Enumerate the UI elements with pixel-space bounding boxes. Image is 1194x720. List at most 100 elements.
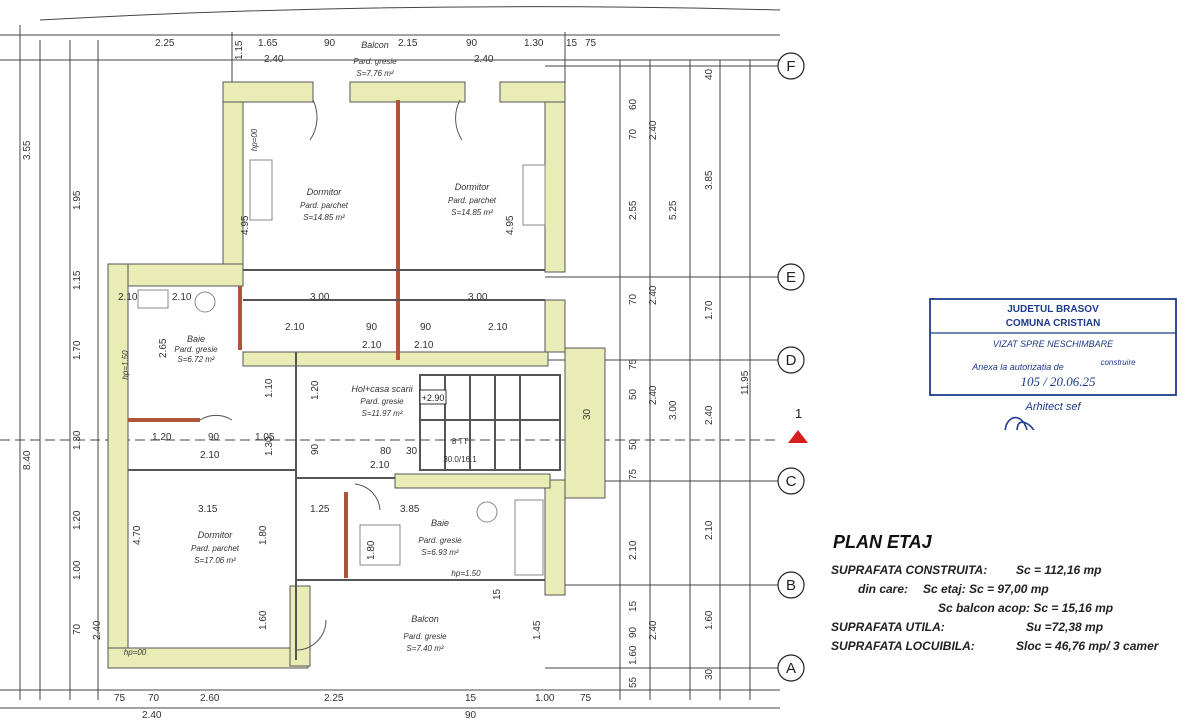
axis-bubble [777,263,805,291]
svg-text:90: 90 [420,322,432,333]
svg-text:90: 90 [366,322,378,333]
summary-row: din care: Sc etaj: Sc = 97,00 mp [858,582,1049,596]
svg-text:S=7.76 m²: S=7.76 m² [356,69,393,78]
dims-interior: 3.00 3.00 2.10 2.10 90 90 2.10 2.10 2.10… [118,215,593,640]
dims-left: 3.55 1.95 1.15 1.70 8.40 1.30 1.20 1.00 … [22,140,103,640]
svg-text:Pard. parchet: Pard. parchet [191,544,240,553]
svg-text:3.00: 3.00 [310,292,330,303]
svg-text:1.70: 1.70 [72,340,83,360]
svg-text:90: 90 [628,626,639,638]
summary-row: SUPRAFATA CONSTRUITA: Sc = 112,16 mp [831,563,1102,577]
svg-text:30: 30 [406,446,418,457]
svg-text:8.40: 8.40 [22,450,33,470]
room-label-dormitor-2: Dormitor Pard. parchet S=14.85 m² [448,182,497,217]
heights: hp=1.50 hp=1.50 hp=00 hp=00 [121,128,481,657]
svg-text:3.15: 3.15 [198,504,218,515]
svg-text:4.95: 4.95 [240,215,251,235]
svg-text:Hol+casa scarii: Hol+casa scarii [351,384,413,394]
axis-label: A [786,660,796,677]
svg-text:Dormitor: Dormitor [307,187,343,197]
svg-text:S=17.06 m²: S=17.06 m² [194,556,236,565]
svg-text:Dormitor: Dormitor [198,530,234,540]
svg-text:3.55: 3.55 [22,140,33,160]
svg-text:15: 15 [566,38,578,49]
svg-text:4.70: 4.70 [132,525,143,545]
svg-text:75: 75 [580,693,592,704]
svg-text:60: 60 [628,98,639,110]
svg-text:90: 90 [324,38,336,49]
svg-text:1.30: 1.30 [264,436,275,456]
axis-label: D [786,352,797,369]
svg-text:S=7.40 m²: S=7.40 m² [406,644,443,653]
svg-text:75: 75 [585,38,597,49]
summary-row: SUPRAFATA LOCUIBILA: Sloc = 46,76 mp/ 3 … [831,639,1159,653]
svg-text:2.10: 2.10 [370,460,390,471]
level-mark: +2.90 [422,393,445,403]
svg-text:2.10: 2.10 [118,292,138,303]
svg-text:hp=00: hp=00 [124,648,147,657]
svg-text:3.85: 3.85 [704,170,715,190]
svg-text:40: 40 [704,68,715,80]
svg-text:90: 90 [310,443,321,455]
svg-text:S=14.85 m²: S=14.85 m² [303,213,345,222]
svg-text:hp=00: hp=00 [250,128,259,151]
svg-text:2.40: 2.40 [648,120,659,140]
svg-text:1.30: 1.30 [524,38,544,49]
svg-text:2.40: 2.40 [264,54,284,65]
svg-text:hp=1.50: hp=1.50 [451,569,481,578]
svg-text:1.00: 1.00 [535,693,555,704]
svg-text:2.65: 2.65 [158,338,169,358]
svg-text:80: 80 [380,446,392,457]
room-label-balcon-bottom: Balcon Pard. gresie S=7.40 m² [403,614,447,653]
svg-text:Pard. parchet: Pard. parchet [300,201,349,210]
svg-text:1.20: 1.20 [310,380,321,400]
svg-text:3.00: 3.00 [668,400,679,420]
svg-text:70: 70 [148,693,160,704]
svg-text:50: 50 [628,438,639,450]
svg-text:Pard. gresie: Pard. gresie [360,397,404,406]
svg-text:hp=1.50: hp=1.50 [121,350,130,380]
svg-text:3.85: 3.85 [400,504,420,515]
svg-text:2.55: 2.55 [628,200,639,220]
svg-text:15: 15 [465,693,477,704]
svg-text:2.25: 2.25 [155,38,175,49]
svg-text:2.40: 2.40 [142,710,162,720]
stair-spec: 30.0/16.1 [443,455,477,464]
svg-text:90: 90 [208,432,220,443]
axis-bubble [777,571,805,599]
section-marker-icon [788,430,808,443]
svg-text:1.15: 1.15 [72,270,83,290]
stair-label: 8 TT [452,437,468,446]
svg-text:2.10: 2.10 [704,520,715,540]
svg-text:Anexa la autorizatia de: Anexa la autorizatia de [971,362,1064,372]
svg-text:90: 90 [466,38,478,49]
svg-text:2.40: 2.40 [648,620,659,640]
svg-text:2.15: 2.15 [398,38,418,49]
room-label-baie-2: Baie Pard. gresie S=6.93 m² [418,518,462,557]
svg-text:Pard. parchet: Pard. parchet [448,196,497,205]
svg-text:1.25: 1.25 [310,504,330,515]
svg-text:Pard. gresie: Pard. gresie [418,536,462,545]
svg-text:5.25: 5.25 [668,200,679,220]
svg-text:1.60: 1.60 [628,645,639,665]
svg-text:4.95: 4.95 [505,215,516,235]
svg-text:11.95: 11.95 [740,370,751,395]
svg-text:Balcon: Balcon [361,40,389,50]
dims-right: 40 60 70 2.40 2.55 5.25 3.85 70 2.40 1.7… [628,68,751,688]
svg-text:55: 55 [628,676,639,688]
svg-text:2.25: 2.25 [324,693,344,704]
area-summary: PLAN ETAJ SUPRAFATA CONSTRUITA: Sc = 112… [828,532,1194,658]
signature-icon [1004,416,1035,430]
svg-text:70: 70 [628,293,639,305]
room-label-dormitor-3: Dormitor Pard. parchet S=17.06 m² [191,530,240,565]
room-label-baie-1: Baie Pard. gresie S=6.72 m² [174,334,218,364]
svg-text:COMUNA CRISTIAN: COMUNA CRISTIAN [1006,318,1101,329]
svg-text:construire: construire [1100,358,1136,367]
dims-top: 2.25 1.15 1.65 90 2.40 2.15 90 2.40 1.30… [155,38,597,65]
approval-stamp: JUDETUL BRASOV COMUNA CRISTIAN VIZAT SPR… [929,298,1177,430]
svg-text:2.10: 2.10 [362,340,382,351]
svg-text:VIZAT SPRE NESCHIMBARE: VIZAT SPRE NESCHIMBARE [993,339,1114,349]
svg-text:1.70: 1.70 [704,300,715,320]
svg-text:2.10: 2.10 [628,540,639,560]
